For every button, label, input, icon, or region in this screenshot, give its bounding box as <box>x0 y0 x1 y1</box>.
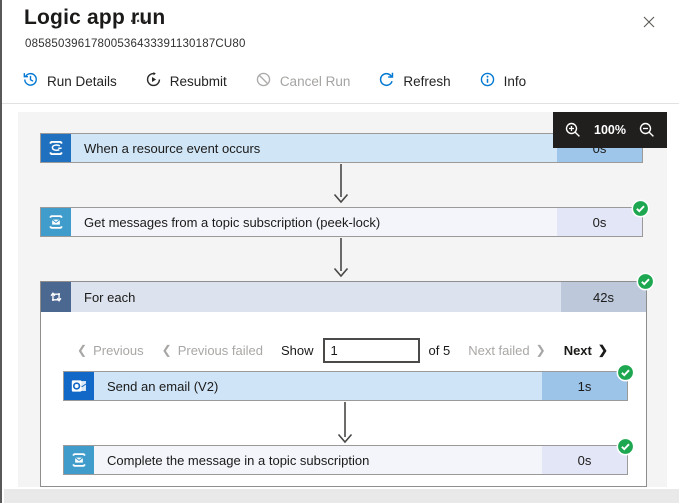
previous-label: Previous <box>93 342 144 358</box>
next-failed-button[interactable]: Next failed ❯ <box>468 343 545 358</box>
card-title: For each <box>84 289 136 305</box>
chevron-right-icon: ❯ <box>597 343 608 357</box>
card-title: When a resource event occurs <box>84 140 261 156</box>
duration-badge: 0s <box>557 208 642 236</box>
bottom-scroll-gutter <box>4 489 679 503</box>
workflow-canvas: 100% When a resource event occurs 0s Get <box>18 112 667 487</box>
previous-failed-button[interactable]: ❮ Previous failed <box>162 343 263 358</box>
show-iteration-group: Show of 5 <box>280 337 451 363</box>
duration-badge: 42s <box>561 282 646 312</box>
succeeded-check-icon <box>616 437 635 456</box>
card-complete-the-message[interactable]: Complete the message in a topic subscrip… <box>63 437 635 475</box>
connector-arrow-down <box>336 402 354 449</box>
zoom-in-icon[interactable] <box>564 121 582 139</box>
run-details-label: Run Details <box>47 73 117 89</box>
cancel-run-button[interactable]: Cancel Run <box>255 71 351 91</box>
card-title: Get messages from a topic subscription (… <box>84 214 381 230</box>
event-grid-icon <box>41 134 71 162</box>
chevron-left-icon: ❮ <box>161 343 172 357</box>
cancel-icon <box>255 71 272 91</box>
iteration-number-input[interactable] <box>322 337 420 363</box>
connector-arrow-down <box>332 164 350 209</box>
toolbar: Run Details Resubmit Cancel Run Refresh … <box>22 66 526 96</box>
chevron-right-icon: ❯ <box>535 343 546 357</box>
of-total-label: of 5 <box>428 342 451 358</box>
card-title: Complete the message in a topic subscrip… <box>107 452 370 468</box>
refresh-label: Refresh <box>403 73 451 89</box>
service-bus-icon <box>64 446 94 474</box>
chevron-left-icon: ❮ <box>77 343 88 357</box>
next-failed-label: Next failed <box>468 342 530 358</box>
info-icon <box>479 71 496 91</box>
run-details-button[interactable]: Run Details <box>22 71 117 91</box>
show-label: Show <box>280 342 314 358</box>
resubmit-button[interactable]: Resubmit <box>145 71 227 91</box>
connector-arrow-down <box>332 238 350 283</box>
for-each-loop-icon <box>41 282 71 312</box>
zoom-control: 100% <box>553 112 667 148</box>
page-title: Logic app run <box>24 6 166 29</box>
more-actions-button[interactable]: ··· <box>130 13 148 30</box>
zoom-level: 100% <box>594 123 626 137</box>
outlook-icon <box>64 372 94 400</box>
ellipsis-icon: ··· <box>130 13 148 30</box>
card-for-each[interactable]: For each 42s <box>41 282 646 312</box>
cancel-run-label: Cancel Run <box>279 73 351 89</box>
succeeded-check-icon <box>616 363 635 382</box>
refresh-button[interactable]: Refresh <box>378 71 451 91</box>
card-when-a-resource-event-occurs[interactable]: When a resource event occurs 0s <box>40 125 650 163</box>
zoom-out-icon[interactable] <box>638 121 656 139</box>
succeeded-check-icon <box>636 272 655 291</box>
service-bus-icon <box>41 208 71 236</box>
previous-button[interactable]: ❮ Previous <box>77 343 144 358</box>
info-button[interactable]: Info <box>479 71 527 91</box>
card-get-messages-from-topic-subscription[interactable]: Get messages from a topic subscription (… <box>40 199 650 237</box>
history-icon <box>22 71 39 91</box>
close-icon[interactable] <box>641 14 657 30</box>
refresh-icon <box>378 71 395 91</box>
iteration-pagination: ❮ Previous ❮ Previous failed Show of 5 N… <box>77 336 608 364</box>
run-id: 08585039617800536433391130187CU80 <box>25 38 246 50</box>
duration-badge: 1s <box>542 372 627 400</box>
resubmit-label: Resubmit <box>169 73 227 89</box>
next-label: Next <box>563 342 592 358</box>
toolbar-divider <box>2 103 679 104</box>
previous-failed-label: Previous failed <box>177 342 263 358</box>
succeeded-check-icon <box>631 199 650 218</box>
next-button[interactable]: Next ❯ <box>564 343 608 358</box>
duration-badge: 0s <box>542 446 627 474</box>
info-label: Info <box>503 73 527 89</box>
for-each-container: For each 42s ❮ Previous ❮ Previous faile… <box>40 272 655 487</box>
card-title: Send an email (V2) <box>107 378 219 394</box>
resubmit-icon <box>145 71 162 91</box>
card-send-an-email[interactable]: Send an email (V2) 1s <box>63 363 635 401</box>
